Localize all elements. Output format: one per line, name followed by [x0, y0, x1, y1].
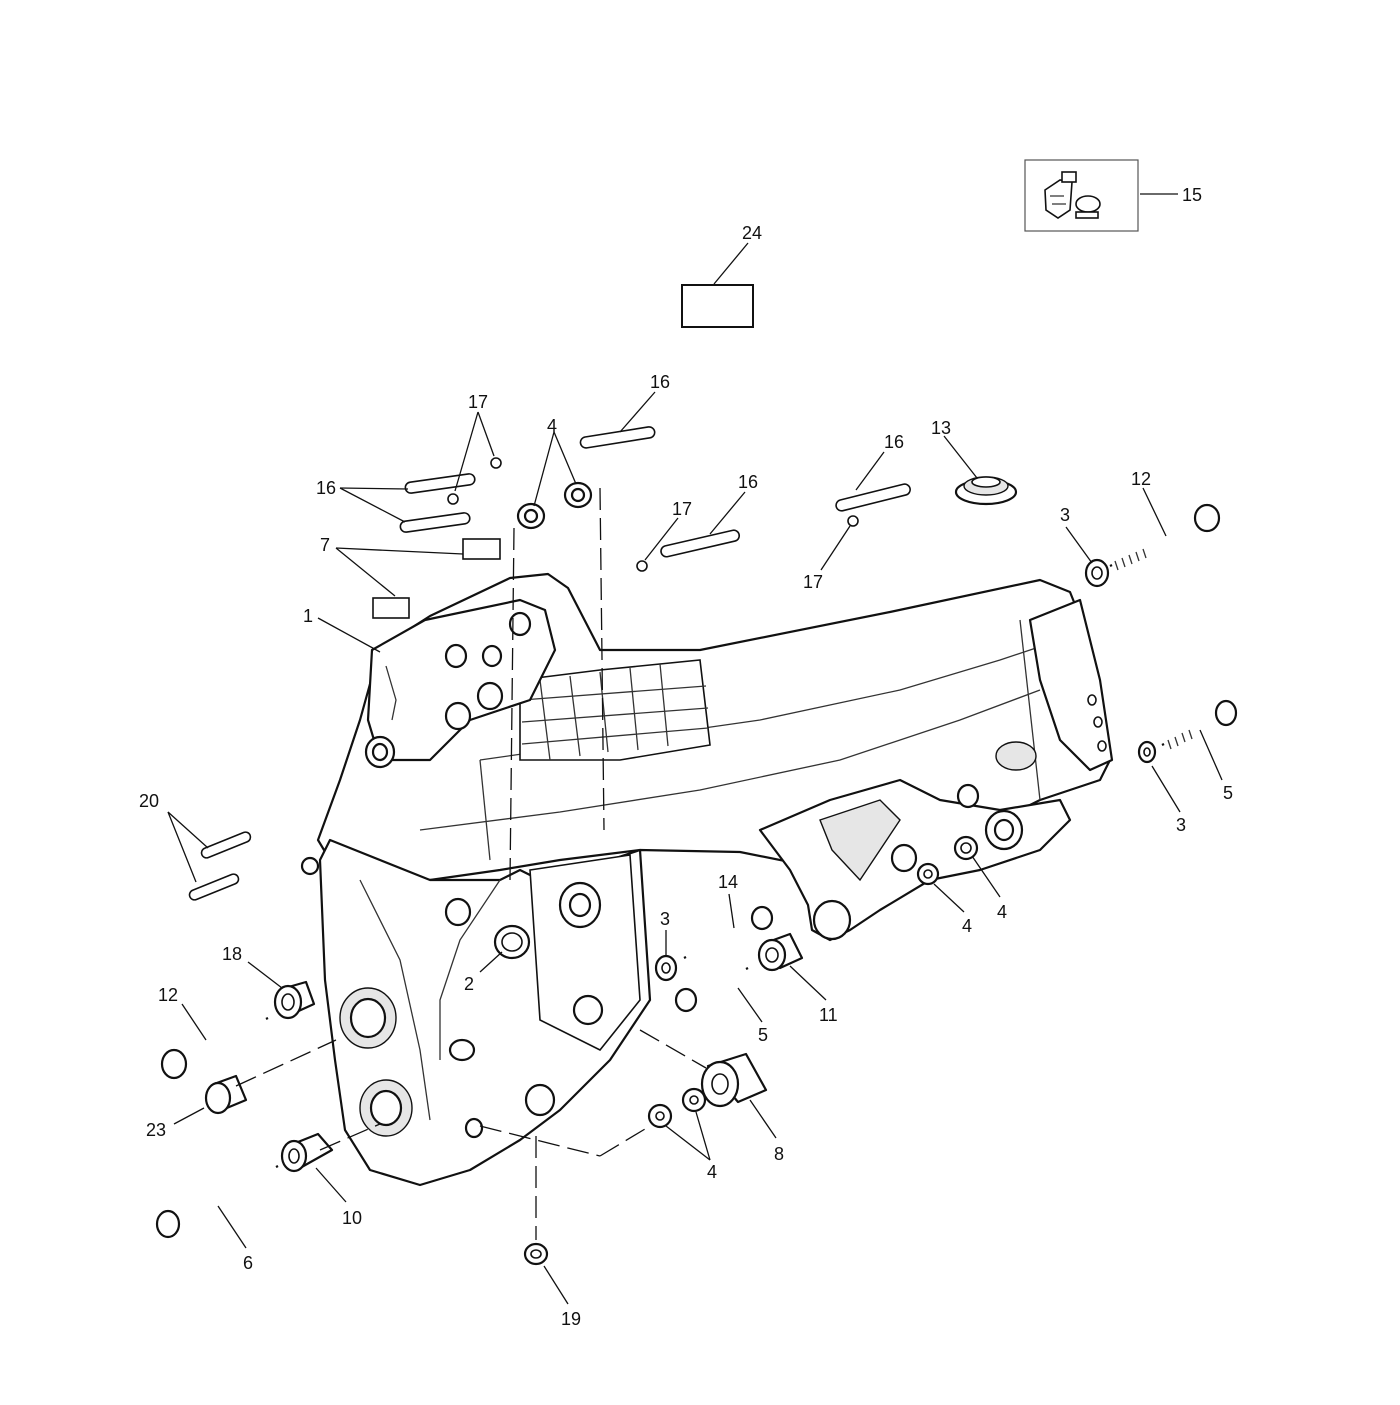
- callout-1: 1: [303, 606, 313, 626]
- callout-4: 4: [547, 416, 557, 436]
- assembly-centerlines: [235, 487, 707, 1240]
- callout-4: 4: [707, 1162, 717, 1182]
- callout-4: 4: [997, 902, 1007, 922]
- callout-17: 17: [468, 392, 488, 412]
- callout-16: 16: [316, 478, 336, 498]
- leader-lines: [167, 193, 1223, 1305]
- main-frame: [300, 572, 1114, 1187]
- label-plate-7b: [372, 597, 410, 619]
- inset-detail-box: [1024, 159, 1139, 232]
- label-plate-24: [681, 284, 754, 328]
- callout-14: 14: [718, 872, 738, 892]
- callout-17: 17: [803, 572, 823, 592]
- callout-labels: 15 24 16 17 4 16 16 16 13 12 17 3 7 17 1…: [139, 185, 1233, 1329]
- callout-6: 6: [243, 1253, 253, 1273]
- callout-16: 16: [884, 432, 904, 452]
- callout-24: 24: [742, 223, 762, 243]
- callout-4: 4: [962, 916, 972, 936]
- callout-13: 13: [931, 418, 951, 438]
- callout-5: 5: [758, 1025, 768, 1045]
- callout-7: 7: [320, 535, 330, 555]
- label-plate-7a: [462, 538, 501, 560]
- callout-16: 16: [650, 372, 670, 392]
- callout-5: 5: [1223, 783, 1233, 803]
- callout-3: 3: [1060, 505, 1070, 525]
- callout-11: 11: [819, 1005, 838, 1025]
- callout-12: 12: [1131, 469, 1151, 489]
- callout-23: 23: [146, 1120, 166, 1140]
- callout-20: 20: [139, 791, 159, 811]
- callout-12: 12: [158, 985, 178, 1005]
- callout-3: 3: [1176, 815, 1186, 835]
- loose-parts: [155, 426, 1238, 1266]
- callout-8: 8: [774, 1144, 784, 1164]
- callout-10: 10: [342, 1208, 362, 1228]
- callout-18: 18: [222, 944, 242, 964]
- callout-2: 2: [464, 974, 474, 994]
- callout-15: 15: [1182, 185, 1202, 205]
- callout-16: 16: [738, 472, 758, 492]
- callout-3: 3: [660, 909, 670, 929]
- callout-19: 19: [561, 1309, 581, 1329]
- callout-17: 17: [672, 499, 692, 519]
